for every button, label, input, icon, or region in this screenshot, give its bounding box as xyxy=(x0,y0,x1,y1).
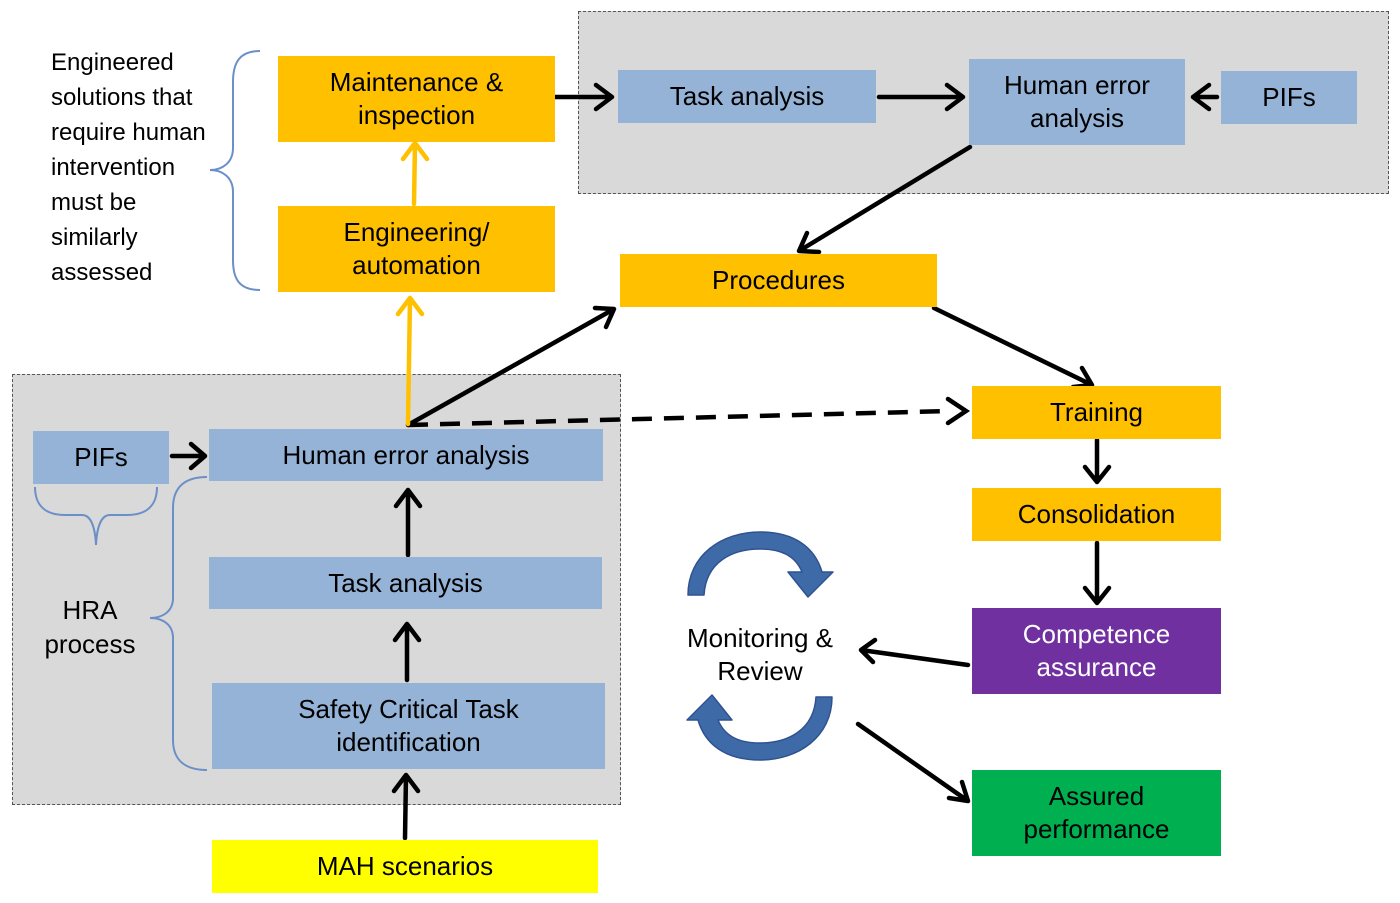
arrow-pifs-to-hea xyxy=(169,441,208,471)
arrow-maintenance-to-task-analysis xyxy=(550,82,615,112)
engineered-solutions-note: Engineered solutions that require human … xyxy=(51,49,206,286)
arrow-procedures-to-training xyxy=(931,305,1095,390)
arrow-sct-to-task xyxy=(392,621,422,683)
arrow-monitoring-to-assured xyxy=(855,721,971,804)
mah-scenarios-box: MAH scenarios xyxy=(212,840,598,893)
arrow-competence-to-monitoring xyxy=(858,637,971,668)
orange-arrow-hea-to-engineering xyxy=(395,295,425,427)
human-error-analysis-left-box: Human error analysis xyxy=(209,429,603,481)
dashed-arrow-hea-to-training xyxy=(407,408,951,428)
pifs-left-box: PIFs xyxy=(33,431,169,484)
brace-hra-process xyxy=(149,476,208,771)
human-error-analysis-top-box: Human error analysis xyxy=(969,59,1185,145)
maintenance-inspection-box: Maintenance & inspection xyxy=(278,56,555,142)
task-analysis-left-box: Task analysis xyxy=(209,557,602,609)
brace-engineered-note xyxy=(209,50,261,291)
arrow-hea-to-procedures xyxy=(405,305,617,428)
arrow-human-error-to-procedures xyxy=(796,144,973,255)
procedures-box: Procedures xyxy=(620,254,937,307)
engineering-automation-box: Engineering/ automation xyxy=(278,206,555,292)
assured-performance-box: Assured performance xyxy=(972,770,1221,856)
arrow-task-to-hea xyxy=(393,487,423,558)
task-analysis-top-box: Task analysis xyxy=(618,70,876,123)
dashed-arrowhead xyxy=(945,396,971,426)
hra-process-label: HRA process xyxy=(44,595,136,659)
arrow-mah-to-sct xyxy=(391,772,421,841)
pifs-top-box: PIFs xyxy=(1221,71,1357,124)
training-box: Training xyxy=(972,386,1221,439)
competence-assurance-box: Competence assurance xyxy=(972,608,1221,694)
brace-pifs-left xyxy=(34,486,158,546)
cycle-arrow-bottom xyxy=(686,694,833,761)
monitoring-review-label: Monitoring & Review xyxy=(687,623,833,686)
cycle-arrow-top xyxy=(687,531,834,598)
arrow-consolidation-to-competence xyxy=(1082,540,1112,606)
arrow-task-analysis-to-human-error xyxy=(876,82,966,112)
orange-arrow-engineering-to-maintenance xyxy=(400,140,430,207)
safety-critical-task-box: Safety Critical Task identification xyxy=(212,683,605,769)
arrow-training-to-consolidation xyxy=(1082,437,1112,485)
consolidation-box: Consolidation xyxy=(972,488,1221,541)
arrow-pifs-to-human-error xyxy=(1190,82,1220,112)
